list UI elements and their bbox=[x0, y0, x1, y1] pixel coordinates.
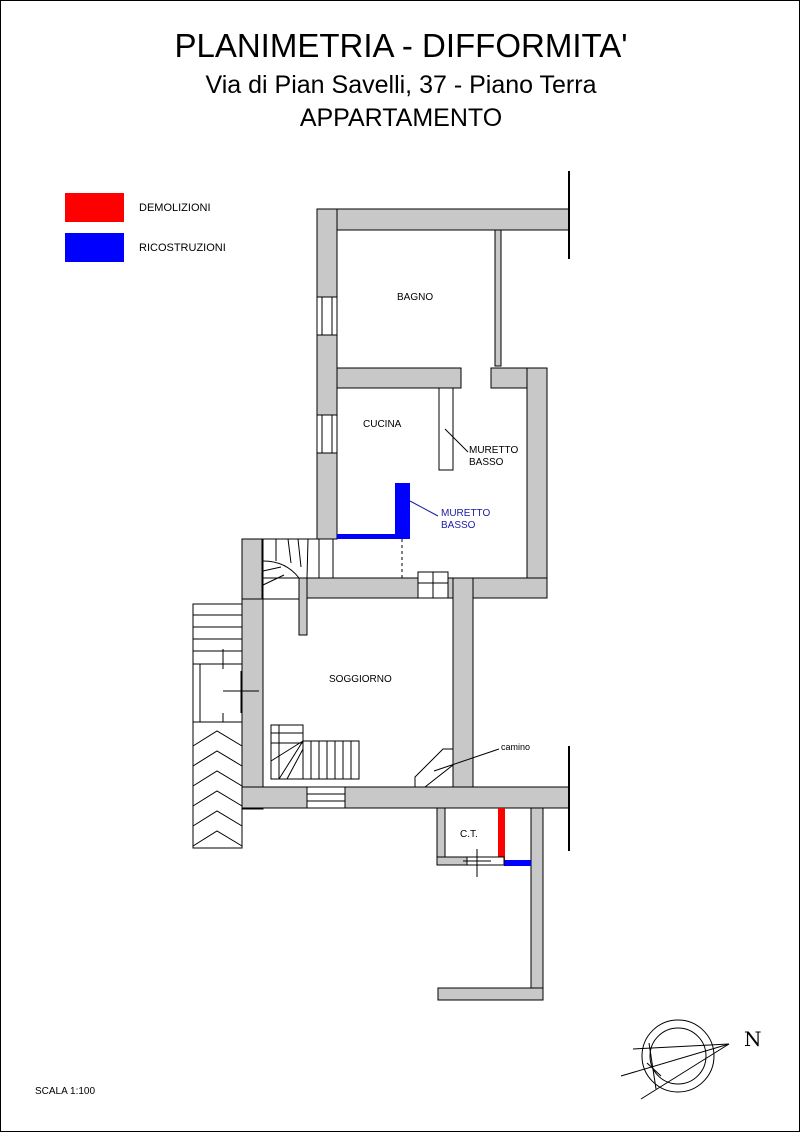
wall-stair-left bbox=[241, 538, 263, 600]
compass-inner-circle bbox=[649, 1027, 707, 1085]
compass-needle bbox=[640, 1043, 730, 1100]
wall-ct-bottom-left bbox=[436, 856, 468, 866]
stair-curve bbox=[262, 560, 300, 579]
reconstruction-wall-vertical bbox=[395, 483, 410, 539]
annotation-muretto-new-line1: MURETTO bbox=[441, 508, 491, 519]
ramp-chevron bbox=[192, 790, 243, 807]
legend-swatch-ricostruzioni bbox=[65, 233, 124, 262]
wall-ct-left bbox=[436, 807, 446, 866]
muretto-new-leader bbox=[409, 500, 439, 517]
wall-bottom-annex bbox=[437, 987, 544, 1001]
stair-tread bbox=[262, 574, 285, 586]
walls bbox=[241, 208, 570, 1001]
wall-left-upper bbox=[316, 208, 338, 540]
legend-swatch-demolizioni bbox=[65, 193, 124, 222]
demolition-wall bbox=[498, 808, 505, 860]
annotation-muretto-new-line2: BASSO bbox=[441, 520, 476, 531]
compass-north-label: N bbox=[744, 1027, 762, 1051]
fireplace-symbol bbox=[414, 748, 454, 788]
annotation-muretto-existing-line1: MURETTO bbox=[469, 445, 519, 456]
wall-soggiorno-right bbox=[452, 577, 474, 789]
window-cucina bbox=[316, 414, 338, 454]
ext-stair-upper bbox=[192, 603, 243, 665]
stair-tread bbox=[262, 566, 282, 572]
windows bbox=[306, 296, 449, 809]
reconstruction-marks bbox=[337, 483, 531, 866]
annotation-muretto-existing-line2: BASSO bbox=[469, 457, 504, 468]
annotation-camino: camino bbox=[501, 742, 531, 752]
legend-label-demolizioni: DEMOLIZIONI bbox=[139, 202, 211, 214]
interior-edges bbox=[473, 229, 569, 788]
external-stair bbox=[192, 603, 259, 849]
wall-top bbox=[316, 208, 570, 231]
internal-stair-lower bbox=[270, 724, 360, 780]
ext-stair-landing bbox=[192, 663, 243, 723]
annotation-muretto-existing: MURETTO BASSO bbox=[469, 445, 518, 469]
reconstruction-wall-ct bbox=[504, 860, 531, 866]
stair-tread bbox=[306, 538, 309, 579]
compass-needle bbox=[620, 1043, 730, 1077]
wall-stub-soggiorno bbox=[298, 577, 308, 636]
stair-run bbox=[302, 740, 360, 780]
address-subtitle: Via di Pian Savelli, 37 - Piano Terra bbox=[205, 71, 597, 99]
room-label-cucina: CUCINA bbox=[363, 419, 402, 430]
stair-tread bbox=[278, 740, 304, 780]
ramp-chevron bbox=[192, 810, 243, 827]
muretto-leader bbox=[444, 428, 469, 453]
room-label-soggiorno: SOGGIORNO bbox=[329, 674, 392, 685]
compass-needle bbox=[632, 1043, 730, 1050]
unit-subtitle: APPARTAMENTO bbox=[299, 104, 503, 132]
compass-rose bbox=[620, 1019, 730, 1100]
stair-tread bbox=[270, 740, 304, 762]
stair-tread bbox=[297, 538, 302, 568]
wall-ct-right bbox=[530, 807, 544, 1001]
compass-outer-circle bbox=[641, 1019, 715, 1093]
stair-outline bbox=[262, 538, 334, 579]
annotation-muretto-new: MURETTO BASSO bbox=[441, 508, 490, 532]
internal-stair-upper bbox=[262, 538, 334, 600]
room-label-ct: C.T. bbox=[460, 829, 478, 840]
ct-door bbox=[463, 849, 505, 877]
ramp-chevron bbox=[192, 830, 243, 847]
ramp-chevron bbox=[192, 730, 243, 747]
wall-cucina-right bbox=[526, 367, 548, 597]
ramp-chevron bbox=[192, 770, 243, 787]
legend-label-ricostruzioni: RICOSTRUZIONI bbox=[139, 242, 226, 254]
page-title: PLANIMETRIA - DIFFORMITA' bbox=[174, 27, 628, 64]
muretto-existing bbox=[438, 387, 454, 471]
wall-bagno-cucina-left bbox=[336, 367, 462, 389]
compass-tick bbox=[648, 1042, 657, 1090]
window-bagno bbox=[316, 296, 338, 336]
stair-tread bbox=[286, 748, 304, 780]
wall-bottom bbox=[241, 786, 570, 809]
camino-leader bbox=[433, 748, 500, 772]
stair-landing bbox=[270, 724, 304, 780]
window-soggiorno bbox=[306, 786, 346, 809]
reconstruction-wall-horizontal bbox=[337, 534, 410, 539]
ramp-chevron bbox=[192, 750, 243, 767]
wall-bagno-right bbox=[494, 229, 502, 367]
stair-tread bbox=[287, 538, 292, 564]
compass-tick bbox=[646, 1062, 662, 1077]
room-label-bagno: BAGNO bbox=[397, 292, 434, 303]
scale-label: SCALA 1:100 bbox=[35, 1086, 96, 1097]
